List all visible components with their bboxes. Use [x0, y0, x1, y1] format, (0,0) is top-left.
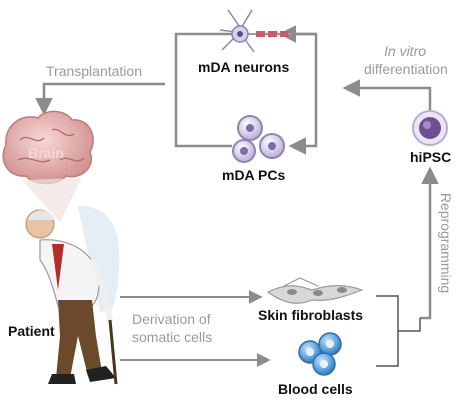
fibroblast-icon — [266, 277, 364, 304]
in-vitro-differentiation-arrow — [342, 79, 432, 110]
transplantation-arrow — [35, 82, 165, 116]
differentiation-label: differentiation — [364, 61, 448, 77]
brain-label: Brain — [28, 145, 64, 161]
mda-neurons-label: mDA neurons — [198, 59, 290, 75]
reprogramming-label: Reprogramming — [438, 192, 455, 294]
somatic-cells-bracket — [376, 295, 399, 367]
patient-label: Patient — [8, 323, 55, 339]
derivation-label-line1: Derivation of — [132, 311, 211, 327]
skin-fibroblasts-label: Skin fibroblasts — [258, 307, 364, 323]
derivation-label-line2: somatic cells — [132, 329, 213, 345]
blood-cells-label: Blood cells — [278, 381, 353, 397]
in-vitro-label: In vitro — [384, 43, 427, 59]
ipsc-icon — [412, 110, 448, 146]
brain-icon — [2, 110, 94, 222]
neuron-icon — [219, 9, 292, 53]
bracket-to-reprogramming — [398, 318, 421, 332]
reprogramming-arrow — [420, 166, 439, 320]
hipsc-label: hiPSC — [410, 149, 452, 165]
patient-figure-icon — [25, 205, 120, 385]
blood-cells-icon — [298, 332, 342, 376]
transplantation-label: Transplantation — [46, 63, 142, 79]
mda-pcs-label: mDA PCs — [222, 167, 286, 183]
progenitor-cells-icon — [232, 115, 285, 163]
